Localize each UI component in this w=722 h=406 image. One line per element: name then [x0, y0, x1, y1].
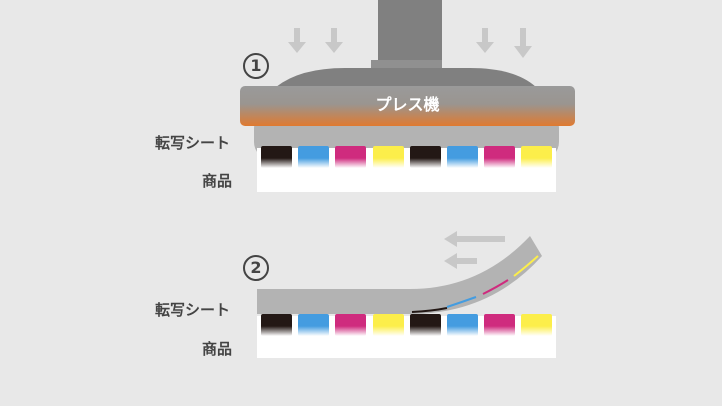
residual-ink-lines	[411, 255, 539, 313]
step-number-1: 1	[243, 53, 269, 79]
product-label-1: 商品	[202, 172, 233, 190]
down-arrow-icon	[514, 28, 532, 58]
transfer-sheet-peeling	[257, 236, 542, 314]
press-rod-collar	[371, 60, 442, 69]
press-machine-label: プレス機	[375, 95, 440, 114]
step-number-2: 2	[243, 255, 269, 281]
left-arrow-icon	[444, 231, 505, 247]
press-machine	[240, 0, 575, 160]
press-dome	[276, 68, 536, 87]
pressure-arrows	[288, 28, 532, 58]
product-label-2: 商品	[202, 340, 233, 358]
press-rod	[378, 0, 442, 62]
down-arrow-icon	[476, 28, 494, 53]
down-arrow-icon	[325, 28, 343, 53]
transfer-sheet-label-2: 転写シート	[155, 301, 231, 319]
peel-arrows	[444, 231, 505, 269]
ink-swatches-1	[261, 146, 552, 168]
transfer-sheet-label-1: 転写シート	[155, 134, 231, 152]
ink-swatches-2	[261, 314, 552, 336]
down-arrow-icon	[288, 28, 306, 53]
press-plate	[240, 86, 575, 126]
left-arrow-icon	[444, 253, 477, 269]
